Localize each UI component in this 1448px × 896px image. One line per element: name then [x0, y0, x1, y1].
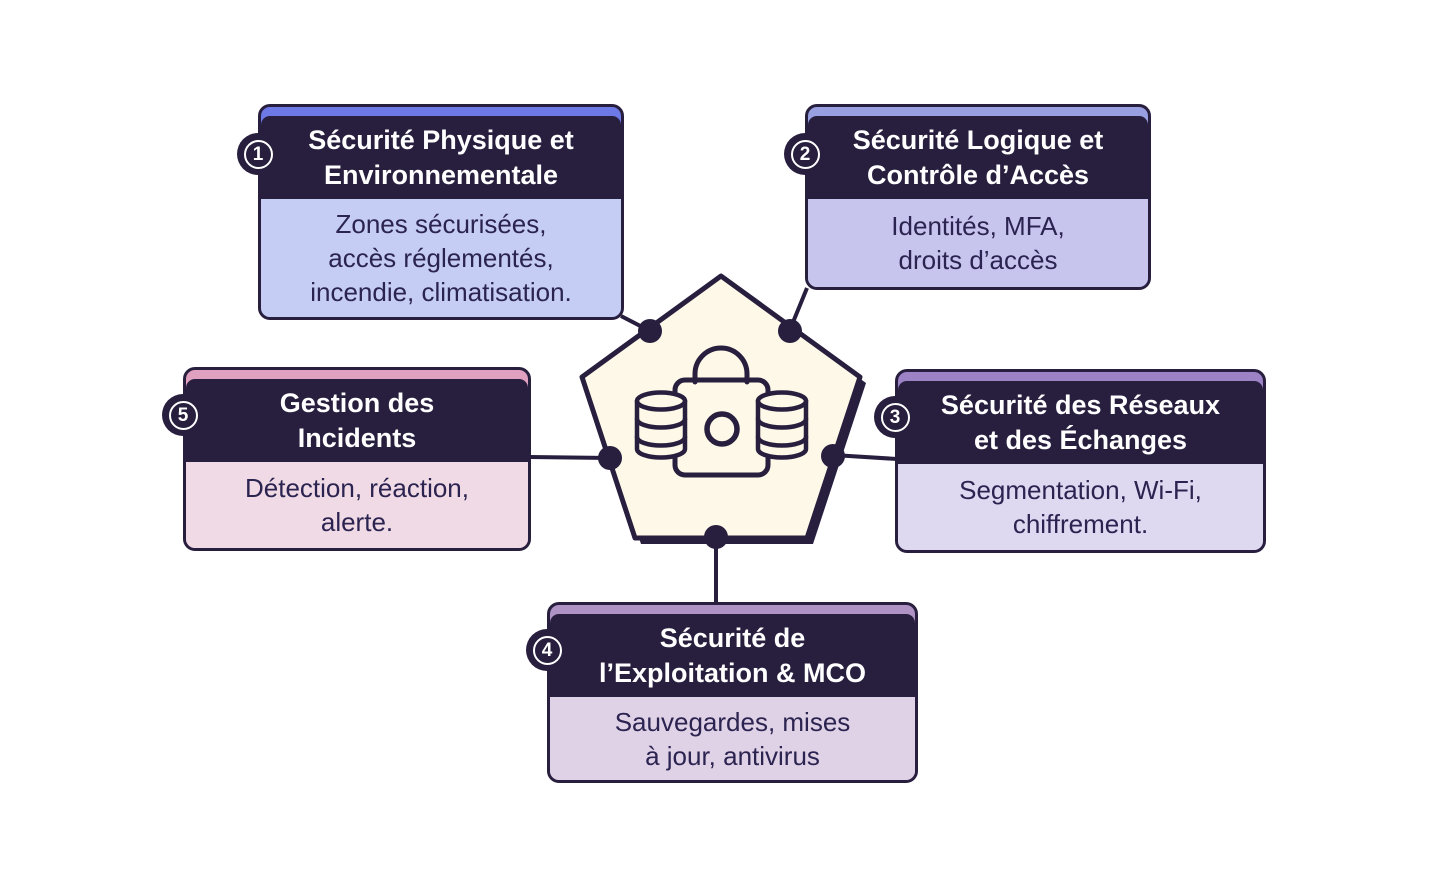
padlock-icon [634, 345, 809, 478]
title-line: et des Échanges [973, 424, 1188, 455]
keyhole-icon [704, 411, 740, 447]
description-line: accès réglementés, [328, 243, 554, 274]
card-title: Sécurité de l’Exploitation & MCO [550, 614, 915, 698]
card-number: 5 [168, 400, 198, 430]
connection-dot [704, 525, 728, 549]
title-line: Contrôle d’Accès [866, 159, 1090, 190]
title-line: Environnementale [323, 159, 559, 190]
card-number-badge: 3 [874, 396, 916, 438]
description-line: Identités, MFA, [891, 211, 1065, 241]
connection-dots [598, 319, 845, 549]
card-number-badge: 5 [162, 394, 204, 436]
connection-dot [598, 446, 622, 470]
card-accent-strip [550, 605, 915, 614]
card-securite-logique: Sécurité Logique et Contrôle d’Accès Ide… [805, 104, 1151, 290]
title-line: Sécurité Logique et [852, 125, 1104, 155]
card-securite-exploitation: Sécurité de l’Exploitation & MCO Sauvega… [547, 602, 918, 783]
title-line: Gestion des [279, 388, 435, 418]
connector-line-5 [529, 455, 611, 460]
title-line: Sécurité Physique et [308, 125, 574, 155]
card-number: 1 [243, 139, 273, 169]
card-number: 2 [790, 139, 820, 169]
padlock-shackle-icon [692, 345, 750, 385]
database-icon-right [755, 390, 809, 460]
card-title: Sécurité des Réseaux et des Échanges [898, 381, 1263, 465]
title-line: Sécurité des Réseaux [940, 390, 1221, 420]
description-line: à jour, antivirus [645, 740, 820, 771]
description-line: Sauvegardes, mises [614, 706, 851, 737]
title-line: l’Exploitation & MCO [599, 657, 866, 688]
card-description: Détection, réaction, alerte. [186, 462, 528, 548]
description-line: droits d’accès [898, 245, 1058, 276]
connection-dot [821, 444, 845, 468]
card-number: 3 [880, 402, 910, 432]
card-number-badge: 2 [784, 133, 826, 175]
card-number: 4 [532, 635, 562, 665]
description-line: Segmentation, Wi-Fi, [959, 475, 1202, 505]
description-line: alerte. [320, 507, 394, 538]
card-accent-strip [261, 107, 621, 116]
card-number-badge: 4 [526, 629, 568, 671]
card-title: Sécurité Physique et Environnementale [261, 116, 621, 200]
card-title: Sécurité Logique et Contrôle d’Accès [808, 116, 1148, 200]
card-gestion-incidents: Gestion des Incidents Détection, réactio… [183, 367, 531, 551]
card-accent-strip [186, 370, 528, 379]
card-description: Sauvegardes, mises à jour, antivirus [550, 697, 915, 780]
title-line: Sécurité de [659, 623, 806, 653]
connection-dot [638, 319, 662, 343]
card-securite-physique: Sécurité Physique et Environnementale Zo… [258, 104, 624, 320]
card-number-badge: 1 [237, 133, 279, 175]
card-description: Identités, MFA, droits d’accès [808, 199, 1148, 287]
description-line: chiffrement. [1012, 509, 1149, 540]
card-securite-reseaux: Sécurité des Réseaux et des Échanges Seg… [895, 369, 1266, 553]
card-description: Segmentation, Wi-Fi, chiffrement. [898, 464, 1263, 550]
description-line: incendie, climatisation. [310, 277, 572, 308]
card-title: Gestion des Incidents [186, 379, 528, 463]
description-line: Détection, réaction, [244, 473, 469, 503]
database-icon-left [634, 390, 688, 460]
description-line: Zones sécurisées, [335, 208, 547, 239]
title-line: Incidents [297, 422, 417, 453]
connection-dot [778, 319, 802, 343]
card-description: Zones sécurisées, accès réglementés, inc… [261, 199, 621, 317]
card-accent-strip [808, 107, 1148, 116]
card-accent-strip [898, 372, 1263, 381]
